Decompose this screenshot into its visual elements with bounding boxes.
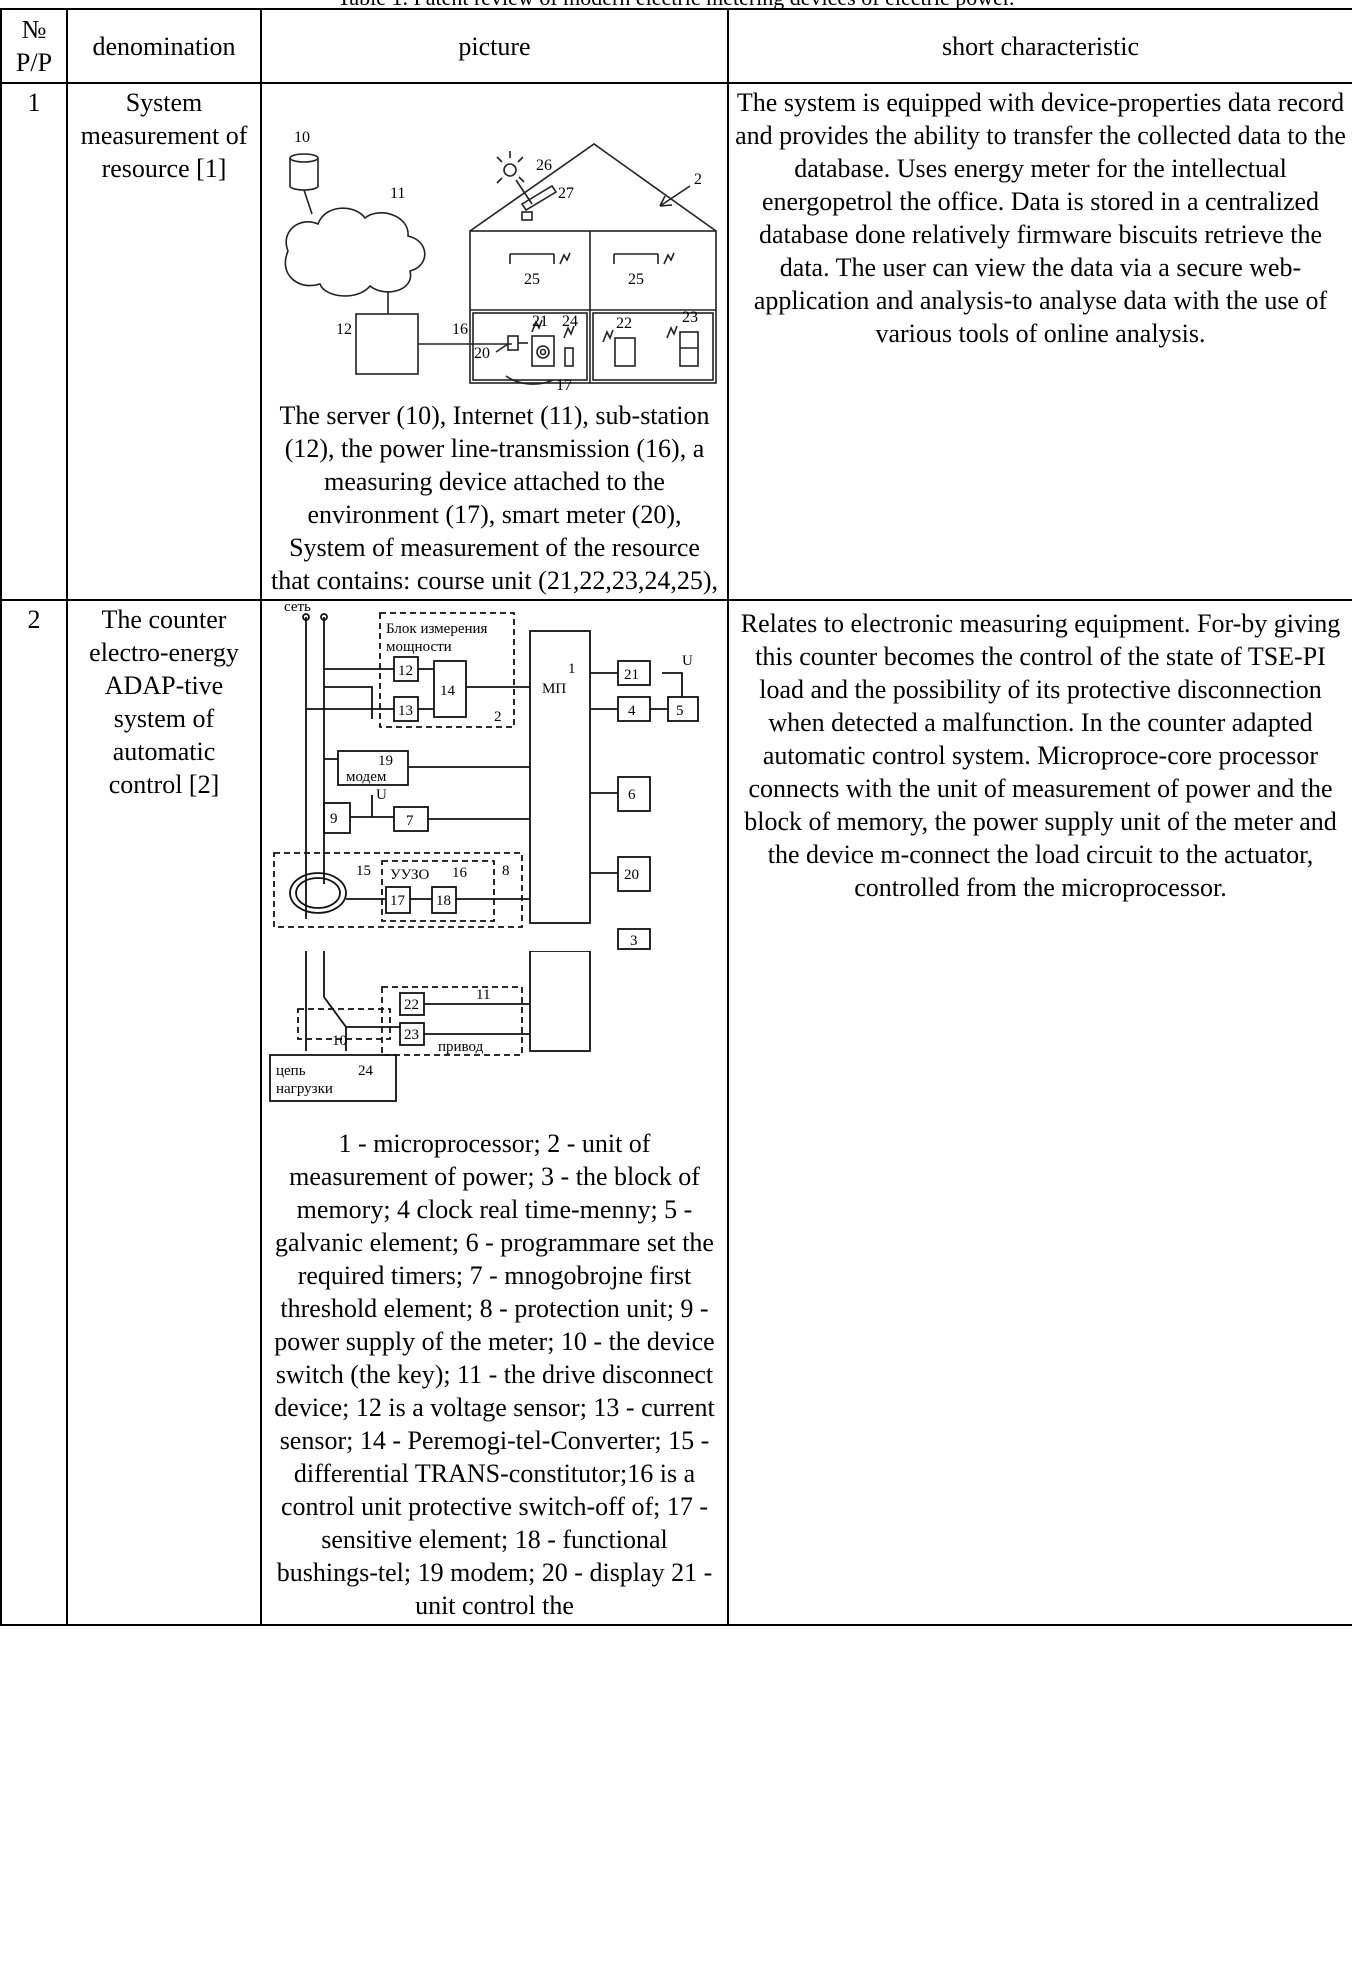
header-number-pp: P/P <box>15 48 53 77</box>
adaptive-meter-block-diagram: сеть Блок измерения мощности 1 МП 12 13 … <box>273 599 699 950</box>
fig2-power-block-label: Блок измерения <box>386 621 488 637</box>
table-row: 1 System measurement of resource [1] <box>0 82 1352 601</box>
fig2-voltage-u2: U <box>376 787 387 803</box>
fig2-n7: 7 <box>406 813 414 829</box>
fig2-n4: 4 <box>628 703 636 719</box>
fig1-label-23: 23 <box>682 309 698 326</box>
fig2-n15: 15 <box>356 863 371 879</box>
fig2-n14: 14 <box>440 683 456 699</box>
adaptive-meter-block-diagram-lower: 22 11 10 23 привод цепь нагрузки 24 <box>269 951 591 1102</box>
row-short-characteristic: The system is equipped with device-prope… <box>727 82 1352 601</box>
fig2-n9: 9 <box>330 811 338 827</box>
fig2-n19: 19 <box>378 753 393 769</box>
row-number: 1 <box>0 82 68 601</box>
fig2-n3: 3 <box>630 933 638 949</box>
fig1-label-22: 22 <box>616 315 632 332</box>
header-number-symbol: № <box>21 15 47 44</box>
fig1-label-12: 12 <box>336 321 352 338</box>
fig1-label-24: 24 <box>562 313 578 330</box>
fig2-n10: 10 <box>332 1033 347 1049</box>
header-denomination: denomination <box>66 8 262 84</box>
fig2-net-label: сеть <box>284 599 311 615</box>
picture-caption: The server (10), Internet (11), sub-stat… <box>271 401 718 595</box>
row-number: 2 <box>0 599 68 1626</box>
fig2-mp-number: 1 <box>568 661 576 677</box>
table-row: 2 The counter electro-energy ADAP-tive s… <box>0 599 1352 1626</box>
fig2-n18: 18 <box>436 893 451 909</box>
fig1-label-10: 10 <box>294 129 310 146</box>
fig2-uuzo-label: УУЗО <box>390 867 430 883</box>
table-caption: Table 1. Patent review of modern electri… <box>0 0 1352 10</box>
fig2-voltage-u: U <box>682 653 693 669</box>
fig2-n22: 22 <box>404 997 419 1013</box>
resource-measurement-system-figure: 10 11 12 16 20 17 21 24 22 23 25 25 26 2… <box>284 129 717 394</box>
header-picture: picture <box>260 8 729 84</box>
fig2-load-label-2: нагрузки <box>276 1081 333 1097</box>
fig2-n13: 13 <box>398 703 413 719</box>
fig2-n24: 24 <box>358 1063 374 1079</box>
fig2-n8: 8 <box>502 863 510 879</box>
fig1-label-2: 2 <box>694 171 702 188</box>
fig1-label-26: 26 <box>536 157 552 174</box>
fig2-mp-label: МП <box>542 681 566 697</box>
fig1-label-25b: 25 <box>628 271 644 288</box>
picture-caption: 1 - microprocessor; 2 - unit of measurem… <box>274 1129 715 1620</box>
row-denomination: The counter electro-energy ADAP-tive sys… <box>66 599 262 1626</box>
fig2-n23: 23 <box>404 1027 419 1043</box>
header-number: № P/P <box>0 8 68 84</box>
row-short-characteristic: Relates to electronic measuring equipmen… <box>727 599 1352 1626</box>
fig2-n6: 6 <box>628 787 636 803</box>
fig1-label-11: 11 <box>390 185 405 202</box>
row-denomination: System measurement of resource [1] <box>66 82 262 601</box>
fig2-n11: 11 <box>476 987 490 1003</box>
fig2-drive-label: привод <box>438 1039 484 1055</box>
fig2-n2: 2 <box>494 709 502 725</box>
fig2-n12: 12 <box>398 663 413 679</box>
table-header-row: № P/P denomination picture short characte… <box>0 8 1352 84</box>
row-picture: сеть Блок измерения мощности 1 МП 12 13 … <box>260 599 729 1626</box>
fig2-n21: 21 <box>624 667 639 683</box>
fig1-label-16: 16 <box>452 321 468 338</box>
fig1-label-20: 20 <box>474 345 490 362</box>
fig1-label-25a: 25 <box>524 271 540 288</box>
fig1-label-21: 21 <box>532 313 548 330</box>
row-picture: 10 11 12 16 20 17 21 24 22 23 25 25 26 2… <box>260 82 729 601</box>
fig2-n20: 20 <box>624 867 639 883</box>
fig2-n17: 17 <box>390 893 406 909</box>
header-short-characteristic: short characteristic <box>727 8 1352 84</box>
fig2-load-label: цепь <box>276 1063 306 1079</box>
fig1-label-17: 17 <box>556 377 572 391</box>
fig2-n16: 16 <box>452 865 468 881</box>
fig2-n5: 5 <box>676 703 684 719</box>
fig1-label-27: 27 <box>558 185 574 202</box>
fig2-modem-label: модем <box>346 769 387 785</box>
fig2-power-block-label-2: мощности <box>386 639 452 655</box>
patent-table: № P/P denomination picture short characte… <box>0 8 1352 1626</box>
